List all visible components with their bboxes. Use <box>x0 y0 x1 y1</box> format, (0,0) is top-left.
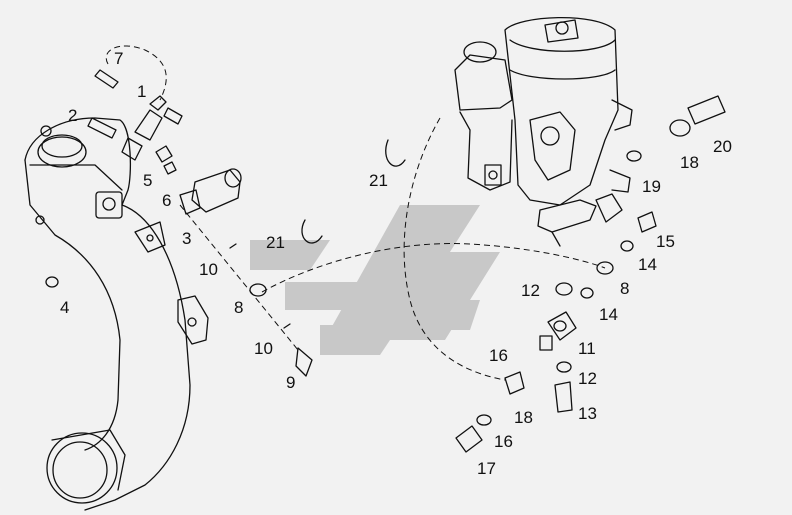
callout-16: 16 <box>489 346 508 365</box>
callout-14: 14 <box>599 305 618 324</box>
callout-7: 7 <box>114 49 124 68</box>
actuator <box>179 168 242 215</box>
callout-18: 18 <box>514 408 533 427</box>
sensor-assembly <box>87 69 183 175</box>
callout-13: 13 <box>578 404 597 423</box>
callout-8: 8 <box>234 298 244 317</box>
intake-pipe <box>24 117 209 511</box>
callout-19: 19 <box>642 177 661 196</box>
callout-17: 17 <box>477 459 496 478</box>
callout-16: 16 <box>494 432 513 451</box>
callout-5: 5 <box>143 171 153 190</box>
watermark-logo <box>250 205 500 355</box>
hose-routing-lines <box>105 45 606 381</box>
filter-housing <box>454 16 633 247</box>
callout-20: 20 <box>713 137 732 156</box>
callout-14: 14 <box>638 255 657 274</box>
callout-4: 4 <box>60 298 70 317</box>
callout-8: 8 <box>620 279 630 298</box>
callout-18: 18 <box>680 153 699 172</box>
callout-12: 12 <box>578 369 597 388</box>
callout-10: 10 <box>199 260 218 279</box>
fasteners <box>45 95 726 453</box>
callout-9: 9 <box>286 373 296 392</box>
callout-21: 21 <box>369 171 388 190</box>
callout-21: 21 <box>266 233 285 252</box>
retaining-clips <box>301 139 406 244</box>
callout-3: 3 <box>182 229 192 248</box>
callout-11: 11 <box>578 339 596 358</box>
callout-2: 2 <box>68 106 78 125</box>
callout-10: 10 <box>254 339 273 358</box>
callout-15: 15 <box>656 232 675 251</box>
callout-6: 6 <box>162 191 172 210</box>
callout-1: 1 <box>137 82 147 101</box>
callout-12: 12 <box>521 281 540 300</box>
